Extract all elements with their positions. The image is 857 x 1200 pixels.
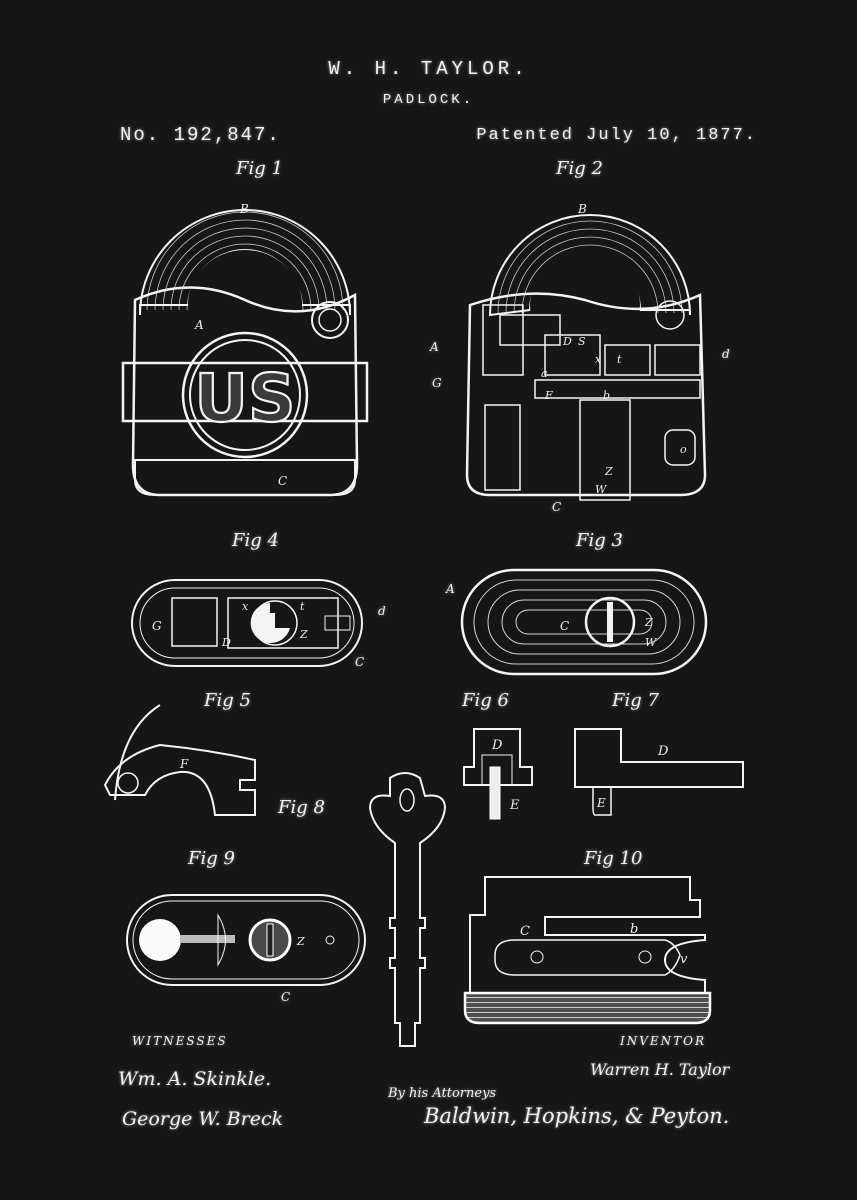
svg-text:W: W: [595, 483, 608, 496]
inventor-heading: INVENTOR: [620, 1034, 707, 1048]
svg-text:F: F: [544, 389, 553, 402]
fig3-lock-bottom-view: C Z W: [460, 568, 708, 676]
inventor-name-heading: W. H. TAYLOR.: [328, 58, 529, 80]
fig9-part-c: C: [281, 990, 291, 1004]
svg-text:b: b: [630, 922, 638, 937]
fig4-lock-section: G D x t Z: [131, 579, 363, 667]
svg-text:a: a: [541, 367, 548, 380]
inventor-signature: Warren H. Taylor: [590, 1060, 730, 1079]
fig2-padlock-cross-section: B D S x t a F b Z W o: [465, 202, 707, 501]
svg-text:W: W: [645, 636, 658, 649]
fig1-padlock-drawing: US A B C: [121, 202, 369, 497]
svg-text:v: v: [680, 952, 688, 967]
svg-text:Z: Z: [299, 628, 308, 641]
fig2-part-d: d: [722, 347, 730, 361]
svg-text:D: D: [221, 636, 231, 649]
fig3-label: Fig 3: [576, 530, 623, 551]
fig8-key: [368, 772, 447, 1047]
svg-text:D: D: [562, 335, 572, 348]
svg-text:Z: Z: [604, 465, 613, 478]
witnesses-heading: WITNESSES: [132, 1034, 228, 1048]
svg-text:x: x: [595, 353, 602, 366]
fig2-part-g: G: [432, 376, 442, 390]
patent-number: No. 192,847.: [120, 124, 281, 146]
svg-text:E: E: [509, 798, 520, 813]
fig5-label: Fig 5: [204, 690, 251, 711]
fig9-lock-plate: Z: [126, 894, 366, 986]
patent-date: Patented July 10, 1877.: [476, 126, 757, 145]
fig4-part-d: d: [378, 604, 386, 618]
fig10-label: Fig 10: [584, 848, 643, 869]
svg-text:D: D: [657, 744, 669, 759]
fig7-label: Fig 7: [612, 690, 659, 711]
fig6-bolt-part: D E: [463, 728, 533, 820]
witness-1-signature: Wm. A. Skinkle.: [118, 1068, 272, 1090]
svg-text:o: o: [680, 443, 687, 456]
fig3-part-a: A: [446, 582, 455, 596]
fig9-label: Fig 9: [188, 848, 235, 869]
us-emblem-text: US: [194, 360, 295, 437]
fig5-lever-part: F: [103, 704, 256, 816]
svg-text:C: C: [278, 474, 287, 488]
fig2-label: Fig 2: [556, 158, 603, 179]
fig4-part-c: C: [355, 655, 365, 669]
fig2-part-c: C: [552, 500, 562, 514]
svg-text:t: t: [300, 600, 305, 613]
attorneys-signature: Baldwin, Hopkins, & Peyton.: [424, 1104, 730, 1128]
svg-text:S: S: [578, 335, 586, 348]
patent-title: PADLOCK.: [382, 92, 475, 108]
svg-text:E: E: [596, 796, 606, 810]
by-attorneys-text: By his Attorneys: [388, 1086, 497, 1101]
witness-2-signature: George W. Breck: [122, 1108, 284, 1130]
fig4-label: Fig 4: [232, 530, 279, 551]
fig6-label: Fig 6: [462, 690, 509, 711]
svg-text:B: B: [239, 202, 249, 216]
fig1-label: Fig 1: [236, 158, 283, 179]
svg-text:C: C: [560, 619, 569, 633]
svg-text:B: B: [577, 202, 587, 216]
svg-text:A: A: [194, 318, 204, 332]
fig7-bolt-side-view: D E: [574, 728, 744, 816]
svg-text:G: G: [152, 619, 162, 633]
svg-text:b: b: [603, 389, 610, 402]
fig10-lock-case-section: C b v: [463, 876, 712, 1025]
svg-text:t: t: [617, 353, 622, 366]
svg-text:C: C: [520, 924, 530, 939]
fig8-label: Fig 8: [278, 797, 325, 818]
svg-text:F: F: [179, 757, 189, 771]
fig2-part-a: A: [430, 340, 439, 354]
svg-text:x: x: [242, 600, 249, 613]
svg-text:Z: Z: [644, 616, 653, 629]
svg-text:Z: Z: [296, 935, 305, 948]
svg-text:D: D: [491, 738, 503, 753]
